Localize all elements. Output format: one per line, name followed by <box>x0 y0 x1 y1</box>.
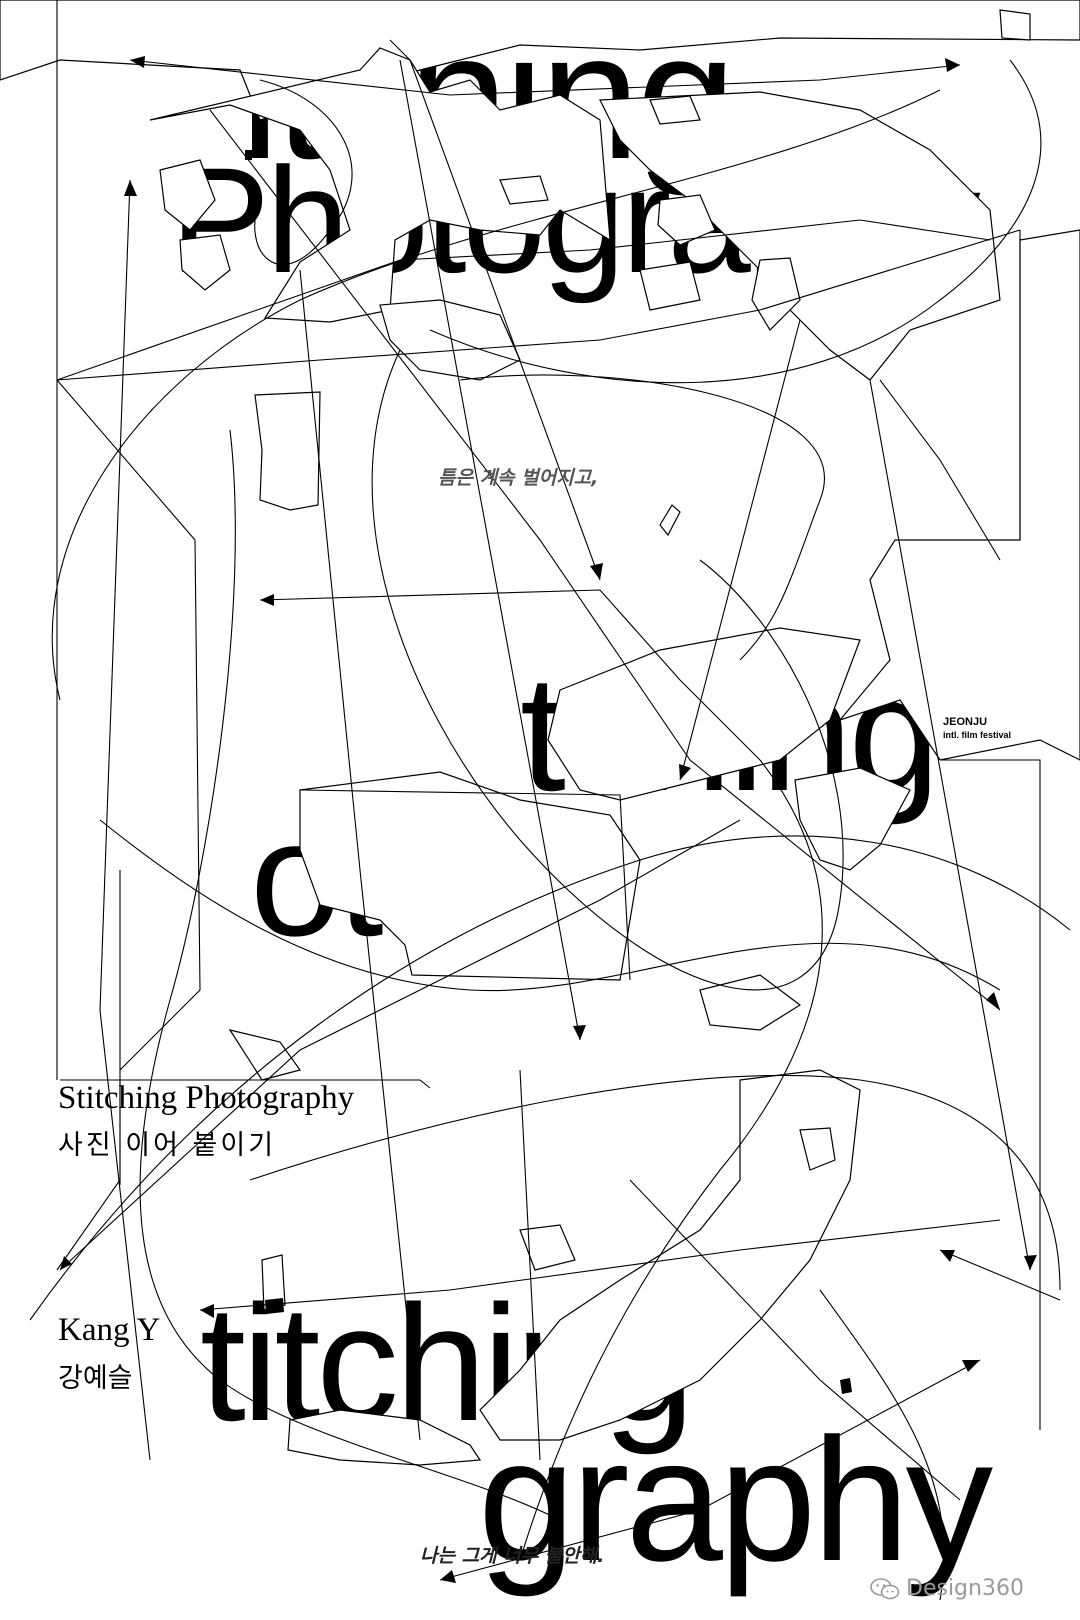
festival-subtitle: intl. film festival <box>943 730 1012 740</box>
wechat-icon <box>870 1577 900 1599</box>
quote-bottom: 나는 그게 너무 불안해. <box>420 1545 605 1567</box>
title-english: Stitching Photography <box>58 1080 355 1116</box>
author-korean: 강예슬 <box>58 1363 133 1394</box>
guide-lines <box>56 0 1061 1581</box>
coastline-fragments <box>159 9 1031 1394</box>
author-english: Kang Y <box>58 1312 161 1348</box>
stitched-shapes <box>0 0 1080 1466</box>
watermark-text: Design360 <box>906 1576 1024 1601</box>
arrowheads <box>60 56 1037 1583</box>
quote-top: 틈은 계속 벌어지고, <box>438 467 599 489</box>
title-korean: 사진 이어 붙이기 <box>58 1130 277 1161</box>
watermark: Design360 <box>870 1576 1024 1601</box>
sweeping-curves <box>29 59 1071 1601</box>
festival-name: JEONJU <box>943 716 988 728</box>
